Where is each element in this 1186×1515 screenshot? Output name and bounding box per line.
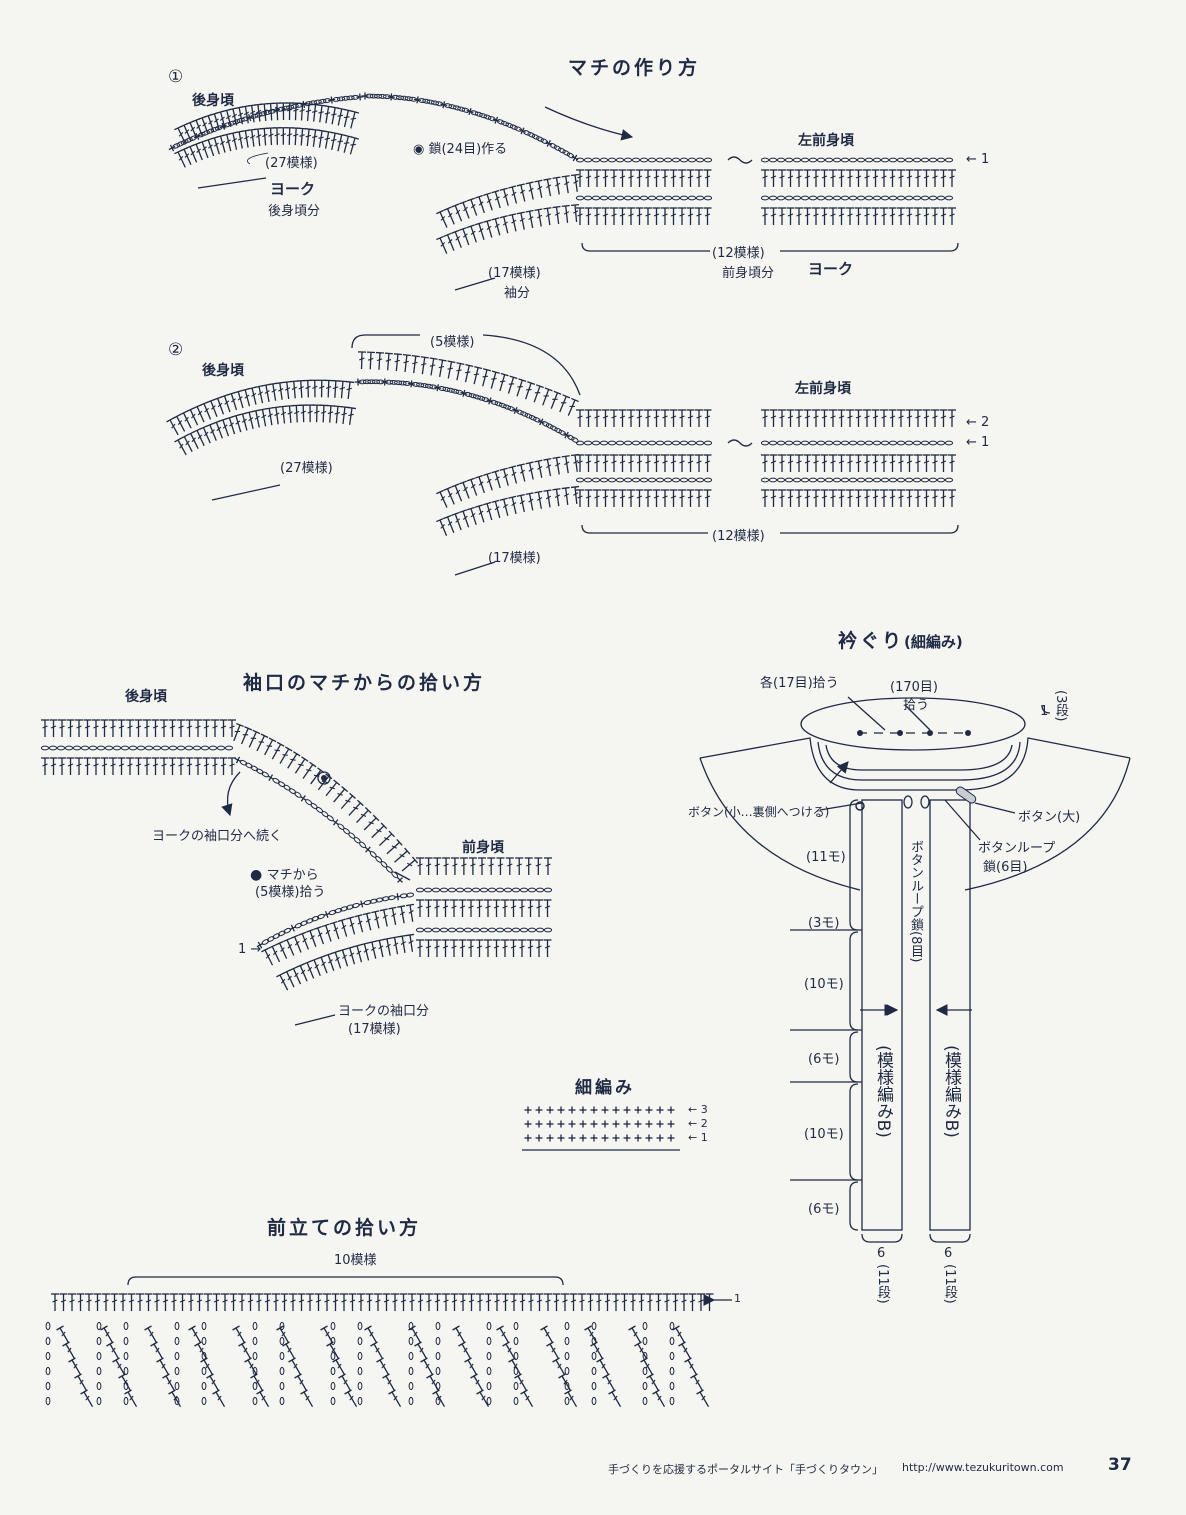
neck-rows-6a: 6	[877, 1246, 886, 1261]
row2-label: 2	[981, 415, 990, 430]
step2-count-17: (17模様)	[488, 551, 541, 566]
cuff-row1-label: 1	[238, 942, 247, 957]
neck-title-sub: (細編み)	[904, 633, 963, 651]
footer-text: 手づくりを応援するポータルサイト「手づくりタウン」	[608, 1463, 883, 1476]
neck-title-main: 衿ぐり	[838, 630, 905, 652]
neck-btn-small: ボタン(小…裏側へつける)	[688, 805, 830, 819]
neck-m11: (11モ)	[806, 850, 846, 865]
page-number: 37	[1108, 1455, 1132, 1475]
sc-row2: ← 2	[688, 1117, 708, 1130]
cuff-front-body: 前身頃	[462, 840, 504, 856]
sc-row3-label: 3	[700, 1103, 708, 1116]
cuff-count-17: (17模様)	[348, 1022, 401, 1037]
row1-label-2: 1	[981, 435, 990, 450]
step2-back-body: 後身頃	[202, 363, 244, 379]
step1-yoke2: ヨーク	[808, 260, 854, 278]
step2-count-27: (27模様)	[280, 461, 333, 476]
neck-rows-11a: (11段)	[875, 1264, 890, 1304]
step2-count-5: (5模様)	[430, 335, 475, 350]
neck-rows-top: 1	[1040, 704, 1049, 719]
neck-title: 衿ぐり(細編み)	[838, 626, 963, 653]
neck-each-17: 各(17目)拾う	[760, 676, 839, 691]
step2-left-front: 左前身頃	[795, 381, 851, 397]
step1-yoke: ヨーク	[270, 180, 316, 198]
step1-row1-marker: ← 1	[966, 152, 990, 167]
row1-label: 1	[981, 152, 990, 167]
step1-yoke-back: 後身頃分	[268, 204, 321, 219]
chain-note-text: 鎖(24目)作る	[428, 142, 508, 157]
front-band-title: 前立ての拾い方	[267, 1217, 422, 1239]
neck-rows-11b: (11段)	[942, 1264, 957, 1304]
neck-loop-a: ボタンループ	[978, 841, 1056, 856]
pickup-a-text: マチから	[266, 868, 319, 883]
sc-title: 細編み	[575, 1078, 635, 1098]
cuff-row1-marker: 1 →	[238, 942, 262, 957]
footer-url[interactable]: http://www.tezukuritown.com	[902, 1461, 1064, 1474]
diagram-lines	[127, 106, 1131, 1306]
diagram-dots	[317, 730, 977, 811]
sc-row1: ← 1	[688, 1131, 708, 1144]
step2-row2-marker: ← 2	[966, 415, 990, 430]
sc-row3: ← 3	[688, 1103, 708, 1116]
step1-back-body: 後身頃	[192, 93, 234, 109]
neck-m6a: (6モ)	[808, 1052, 840, 1067]
neck-m6b: (6モ)	[808, 1202, 840, 1217]
sc-row1-label: 1	[700, 1131, 708, 1144]
neck-m10a: (10モ)	[804, 977, 844, 992]
cuff-yoke: ヨークの袖口分	[338, 1004, 430, 1019]
step1-count-27: (27模様)	[265, 156, 318, 171]
step1-number: ①	[168, 67, 184, 87]
front-band-count: 10模様	[334, 1253, 377, 1268]
step2-number: ②	[168, 340, 184, 360]
step1-count-12: (12模様)	[712, 246, 765, 261]
sc-row2-label: 2	[700, 1117, 708, 1130]
cuff-title: 袖口のマチからの拾い方	[243, 672, 486, 694]
chain-dot-icon: ◉	[413, 142, 429, 157]
neck-btn-big: ボタン(大)	[1018, 810, 1081, 825]
machi-title: マチの作り方	[568, 57, 701, 79]
step1-sleeve: 袖分	[504, 286, 531, 301]
neck-rows-6b: 6	[944, 1246, 953, 1261]
cuff-back-body: 後身頃	[125, 689, 167, 705]
neck-pattern-b2: (模様編みB)	[941, 1045, 961, 1138]
neck-loop-vertical: ボタンループ鎖(8目)	[908, 840, 923, 963]
step2-row1-marker: ← 1	[966, 435, 990, 450]
step1-front-part: 前身頃分	[722, 266, 775, 281]
step1-count-17: (17模様)	[488, 266, 541, 281]
cuff-pickup-a: ● マチから	[250, 864, 319, 883]
neck-pattern-b1: (模様編みB)	[873, 1045, 893, 1138]
neck-m3: (3モ)	[808, 916, 840, 931]
step1-left-front: 左前身頃	[798, 133, 854, 149]
neck-rows-top-v: (3段)	[1053, 690, 1068, 722]
cuff-continue-note: ヨークの袖口分へ続く	[152, 829, 283, 844]
front-band-row1: 1	[734, 1292, 741, 1305]
neck-count-170: (170目)	[890, 680, 938, 695]
neck-pickup: 拾う	[903, 698, 930, 713]
step1-chain-note: ◉ 鎖(24目)作る	[413, 138, 507, 157]
pickup-dot-icon: ●	[250, 867, 267, 883]
cuff-pickup-b: (5模様)拾う	[255, 885, 326, 900]
neck-loop-b: 鎖(6目)	[983, 860, 1028, 875]
step2-count-12: (12模様)	[712, 529, 765, 544]
neck-m10b: (10モ)	[804, 1127, 844, 1142]
